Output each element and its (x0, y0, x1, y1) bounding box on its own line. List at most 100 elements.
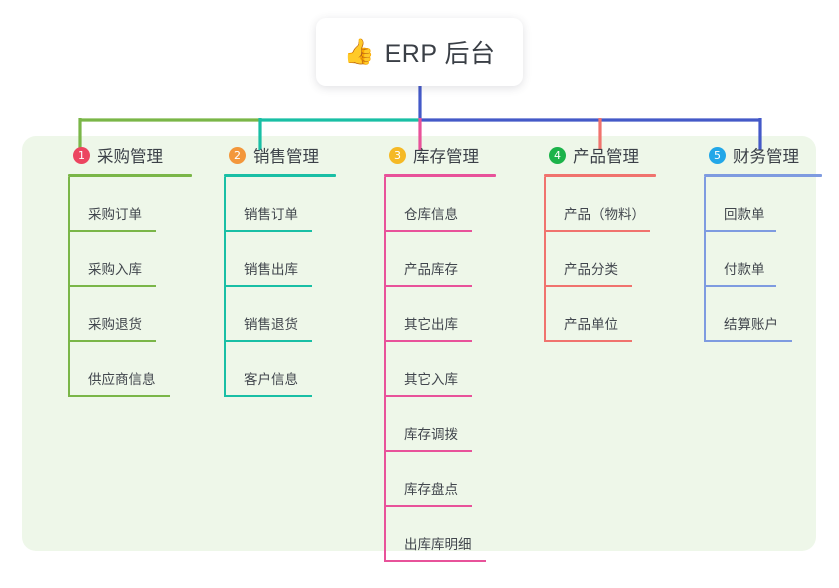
module-title: 销售管理 (253, 148, 319, 166)
module-item[interactable]: 其它出库 (384, 287, 532, 342)
module-item-label: 库存盘点 (404, 482, 458, 497)
module-item-rule (544, 340, 632, 342)
module-items: 仓库信息产品库存其它出库其它入库库存调拨库存盘点出库库明细 (384, 177, 532, 562)
module-item-rule (384, 395, 472, 397)
module-item-rule (704, 285, 776, 287)
module-item-rule (224, 340, 312, 342)
module-item-label: 采购退货 (88, 317, 142, 332)
root-node-title: ERP 后台 (384, 40, 496, 68)
module-title: 财务管理 (733, 148, 799, 166)
module-item-rule (544, 285, 632, 287)
module-title: 采购管理 (97, 148, 163, 166)
module-header-rule (704, 174, 822, 177)
module-column-2: 2 销售管理销售订单销售出库销售退货客户信息 (212, 136, 372, 397)
root-node-erp-backend[interactable]: 👍 ERP 后台 (316, 18, 523, 86)
module-item-rule (544, 230, 650, 232)
module-item-label: 库存调拨 (404, 427, 458, 442)
module-item-label: 产品（物料） (564, 207, 645, 222)
module-item[interactable]: 付款单 (704, 232, 839, 287)
module-item-label: 其它出库 (404, 317, 458, 332)
module-item[interactable]: 仓库信息 (384, 177, 532, 232)
module-item-rule (68, 340, 156, 342)
module-item-rule (224, 395, 312, 397)
module-item[interactable]: 客户信息 (224, 342, 372, 397)
module-spine (704, 177, 706, 342)
module-items: 回款单付款单结算账户 (704, 177, 839, 342)
module-number-badge: 4 (549, 146, 566, 164)
module-item[interactable]: 回款单 (704, 177, 839, 232)
module-item-label: 销售订单 (244, 207, 298, 222)
module-items: 产品（物料） 产品分类产品单位 (544, 177, 692, 342)
module-item-rule (224, 285, 312, 287)
module-item-label: 采购订单 (88, 207, 142, 222)
module-item-label: 产品单位 (564, 317, 618, 332)
module-item[interactable]: 产品（物料） (544, 177, 692, 232)
module-item-label: 出库库明细 (404, 537, 472, 552)
module-item-rule (384, 285, 472, 287)
module-spine (384, 177, 386, 562)
module-item[interactable]: 出库库明细 (384, 507, 532, 562)
module-item-label: 其它入库 (404, 372, 458, 387)
module-header-rule (68, 174, 192, 177)
module-header-rule (224, 174, 336, 177)
module-item[interactable]: 库存调拨 (384, 397, 532, 452)
module-items: 销售订单销售出库销售退货客户信息 (224, 177, 372, 397)
module-item-rule (224, 230, 312, 232)
module-spine (544, 177, 546, 342)
module-item-label: 供应商信息 (88, 372, 156, 387)
module-item-rule (68, 395, 170, 397)
module-item[interactable]: 销售退货 (224, 287, 372, 342)
module-item-rule (384, 505, 472, 507)
module-spine (224, 177, 226, 397)
module-item[interactable]: 其它入库 (384, 342, 532, 397)
module-item-label: 仓库信息 (404, 207, 458, 222)
module-header-2[interactable]: 2 销售管理 (212, 136, 372, 174)
module-number-badge: 2 (229, 146, 246, 164)
module-column-1: 1 采购管理采购订单采购入库采购退货供应商信息 (56, 136, 216, 397)
module-title: 产品管理 (573, 148, 639, 166)
module-number-badge: 3 (389, 146, 406, 164)
module-item-label: 产品分类 (564, 262, 618, 277)
module-item[interactable]: 结算账户 (704, 287, 839, 342)
module-item-rule (68, 230, 156, 232)
module-spine (68, 177, 70, 397)
module-item-rule (384, 230, 472, 232)
module-item-rule (704, 230, 776, 232)
module-item-rule (384, 560, 486, 562)
module-item[interactable]: 库存盘点 (384, 452, 532, 507)
module-item[interactable]: 产品库存 (384, 232, 532, 287)
modules-columns: 1 采购管理采购订单采购入库采购退货供应商信息 2 销售管理销售订单销售出库销售退货客… (22, 136, 822, 562)
module-item-rule (704, 340, 792, 342)
module-item[interactable]: 供应商信息 (68, 342, 216, 397)
module-number-badge: 1 (73, 146, 90, 164)
module-header-rule (544, 174, 656, 177)
module-item-rule (68, 285, 156, 287)
module-item[interactable]: 采购订单 (68, 177, 216, 232)
module-item[interactable]: 销售订单 (224, 177, 372, 232)
module-items: 采购订单采购入库采购退货供应商信息 (68, 177, 216, 397)
module-column-3: 3 库存管理仓库信息产品库存其它出库其它入库库存调拨库存盘点出库库明细 (372, 136, 532, 562)
module-header-4[interactable]: 4 产品管理 (532, 136, 692, 174)
module-item-label: 付款单 (724, 262, 765, 277)
module-column-4: 4 产品管理产品（物料） 产品分类产品单位 (532, 136, 692, 342)
module-header-1[interactable]: 1 采购管理 (56, 136, 216, 174)
module-item-label: 产品库存 (404, 262, 458, 277)
module-item-rule (384, 450, 472, 452)
module-item[interactable]: 销售出库 (224, 232, 372, 287)
module-item-rule (384, 340, 472, 342)
module-header-rule (384, 174, 496, 177)
thumbs-up-icon: 👍 (343, 37, 375, 66)
module-item[interactable]: 采购退货 (68, 287, 216, 342)
module-item-label: 采购入库 (88, 262, 142, 277)
module-item[interactable]: 产品单位 (544, 287, 692, 342)
module-header-3[interactable]: 3 库存管理 (372, 136, 532, 174)
module-item[interactable]: 产品分类 (544, 232, 692, 287)
module-item-label: 回款单 (724, 207, 765, 222)
module-item[interactable]: 采购入库 (68, 232, 216, 287)
module-title: 库存管理 (413, 148, 479, 166)
module-item-label: 客户信息 (244, 372, 298, 387)
module-item-label: 销售出库 (244, 262, 298, 277)
